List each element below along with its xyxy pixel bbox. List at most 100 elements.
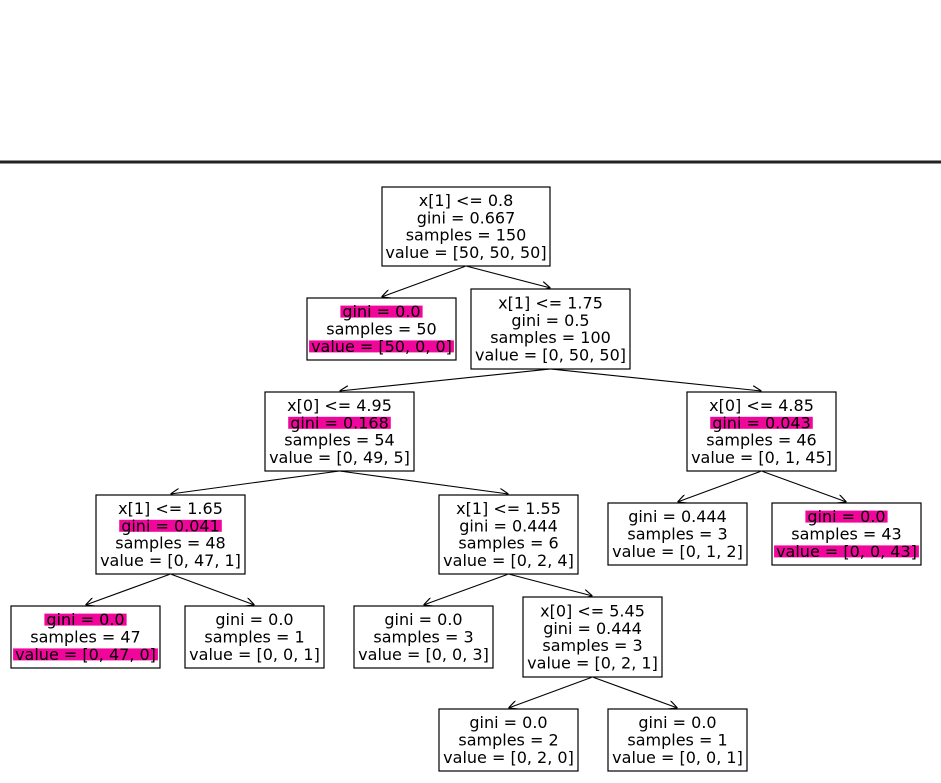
node-line: x[0] <= 4.95 [287, 396, 392, 415]
text-highlight [774, 545, 919, 558]
node-line: gini = 0.667 [417, 208, 516, 227]
node-box [607, 502, 748, 566]
node-line: value = [0, 0, 3] [358, 645, 489, 664]
node-line: value = [50, 0, 0] [311, 337, 452, 356]
tree-edge-arrow [593, 676, 677, 708]
tree-edge-arrow [551, 368, 761, 391]
node-line: value = [0, 47, 1] [100, 551, 241, 570]
node-box [264, 391, 415, 472]
node-line: samples = 6 [458, 534, 558, 553]
tree-edge-arrow [678, 470, 761, 502]
node-line: gini = 0.444 [459, 516, 558, 535]
node-line: value = [0, 2, 4] [443, 551, 574, 570]
node-line: gini = 0.043 [712, 413, 811, 432]
node-line: x[0] <= 4.85 [709, 396, 814, 415]
node-line: x[1] <= 1.75 [498, 293, 603, 312]
node-line: samples = 54 [284, 431, 394, 450]
node-box [438, 494, 579, 575]
node-box [184, 605, 325, 669]
node-line: value = [0, 49, 5] [269, 448, 410, 467]
node-box [381, 186, 551, 267]
tree-edge-arrow [340, 470, 508, 494]
node-line: samples = 46 [706, 431, 816, 450]
tree-edge-arrow [86, 573, 170, 605]
node-line: samples = 43 [791, 525, 901, 544]
node-line: gini = 0.0 [342, 302, 420, 321]
node-box [607, 708, 748, 772]
node-line: value = [0, 0, 43] [776, 542, 917, 561]
node-box [353, 605, 494, 669]
node-line: gini = 0.041 [121, 516, 220, 535]
node-line: samples = 100 [490, 328, 611, 347]
node-line: gini = 0.0 [807, 507, 885, 526]
node-line: value = [50, 50, 50] [385, 243, 546, 262]
text-highlight [13, 648, 158, 661]
text-highlight [119, 519, 222, 532]
node-line: samples = 47 [30, 628, 140, 647]
node-line: samples = 150 [406, 226, 527, 245]
tree-edge-arrow [509, 573, 592, 596]
node-line: value = [0, 47, 0] [15, 645, 156, 664]
node-box [686, 391, 837, 472]
node-line: value = [0, 0, 1] [189, 645, 320, 664]
tree-edge-arrow [340, 368, 550, 391]
node-line: samples = 3 [542, 636, 642, 655]
node-line: gini = 0.0 [469, 713, 547, 732]
text-highlight [805, 510, 888, 523]
node-line: value = [0, 50, 50] [475, 346, 626, 365]
node-box [522, 596, 663, 678]
text-highlight [44, 613, 127, 626]
text-highlight [340, 305, 423, 318]
tree-edge-arrow [466, 265, 551, 288]
node-line: x[1] <= 1.65 [118, 499, 223, 518]
node-line: samples = 3 [627, 525, 727, 544]
node-line: value = [0, 1, 45] [691, 448, 832, 467]
text-highlight [710, 416, 813, 429]
node-line: x[1] <= 0.8 [419, 191, 514, 210]
node-line: samples = 48 [115, 534, 225, 553]
node-line: gini = 0.0 [46, 610, 124, 629]
tree-edges [86, 265, 847, 708]
node-line: x[1] <= 1.55 [456, 499, 561, 518]
tree-edge-arrow [509, 676, 592, 708]
node-line: value = [0, 1, 2] [612, 542, 743, 561]
node-line: value = [0, 2, 0] [443, 748, 574, 767]
node-line: gini = 0.0 [215, 610, 293, 629]
node-line: x[0] <= 5.45 [540, 601, 645, 620]
text-highlight [288, 416, 391, 429]
tree-edge-arrow [171, 470, 339, 494]
node-line: samples = 1 [204, 628, 304, 647]
node-line: value = [0, 2, 1] [527, 654, 658, 673]
tree-edge-arrow [171, 573, 254, 605]
node-line: samples = 50 [326, 320, 436, 339]
node-line: gini = 0.168 [290, 413, 389, 432]
node-box [470, 288, 631, 370]
node-line: samples = 1 [627, 731, 727, 750]
node-line: value = [0, 0, 1] [612, 748, 743, 767]
text-highlight [309, 340, 454, 353]
node-box [438, 708, 579, 772]
node-line: samples = 3 [373, 628, 473, 647]
tree-edge-arrow [382, 265, 466, 297]
node-line: gini = 0.444 [543, 619, 642, 638]
node-line: samples = 2 [458, 731, 558, 750]
tree-edge-arrow [424, 573, 508, 605]
node-line: gini = 0.0 [638, 713, 716, 732]
